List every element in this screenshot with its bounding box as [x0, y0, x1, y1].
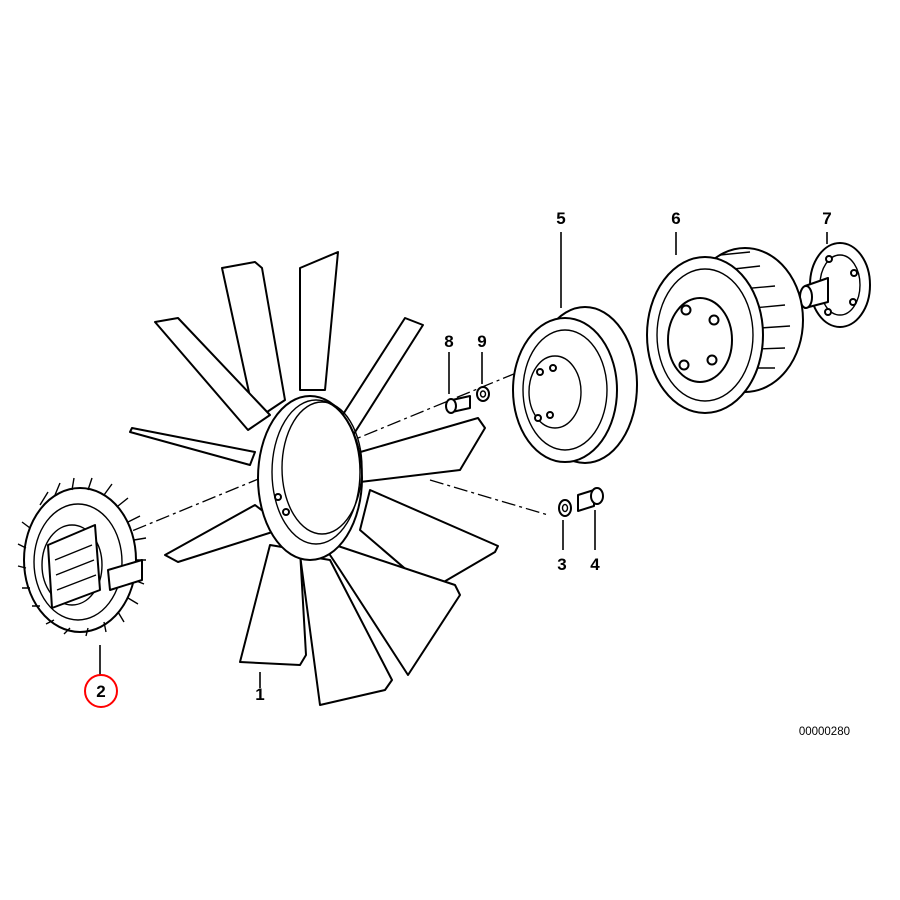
- bolt-part-4: [577, 487, 604, 512]
- callout-2: 2: [96, 682, 105, 701]
- washer-part-3: [558, 499, 572, 517]
- fan-blade: [299, 251, 339, 391]
- callout-8: 8: [444, 332, 453, 351]
- highlight-circle: [84, 674, 118, 708]
- fan-blade: [129, 427, 256, 466]
- fan-wheel-part-1: [129, 251, 499, 706]
- callout-5: 5: [556, 209, 565, 228]
- callout-3: 3: [557, 555, 566, 574]
- fan-blade: [319, 539, 461, 676]
- leader-lines: [99, 232, 828, 688]
- fan-blade: [299, 554, 393, 706]
- pump-pulley-part-5: [512, 306, 638, 464]
- callout-9: 9: [477, 332, 486, 351]
- fan-blade: [154, 317, 271, 431]
- callout-labels: 1 2 3 4 5 6 7 8 9: [96, 209, 831, 704]
- reference-code: 00000280: [799, 726, 850, 738]
- callout-6: 6: [671, 209, 680, 228]
- viscous-clutch-part-2: [17, 477, 147, 637]
- callout-4: 4: [590, 555, 600, 574]
- washer-part-9: [476, 386, 490, 402]
- fan-blade: [239, 544, 307, 666]
- hub-flange-part-7: [799, 242, 871, 328]
- fan-blade: [349, 417, 486, 483]
- callout-7: 7: [822, 209, 831, 228]
- fan-blade: [359, 489, 499, 591]
- fan-blade: [221, 261, 286, 421]
- bolt-part-8: [445, 395, 471, 414]
- callout-1: 1: [255, 685, 264, 704]
- ribbed-pulley-part-6: [646, 247, 804, 414]
